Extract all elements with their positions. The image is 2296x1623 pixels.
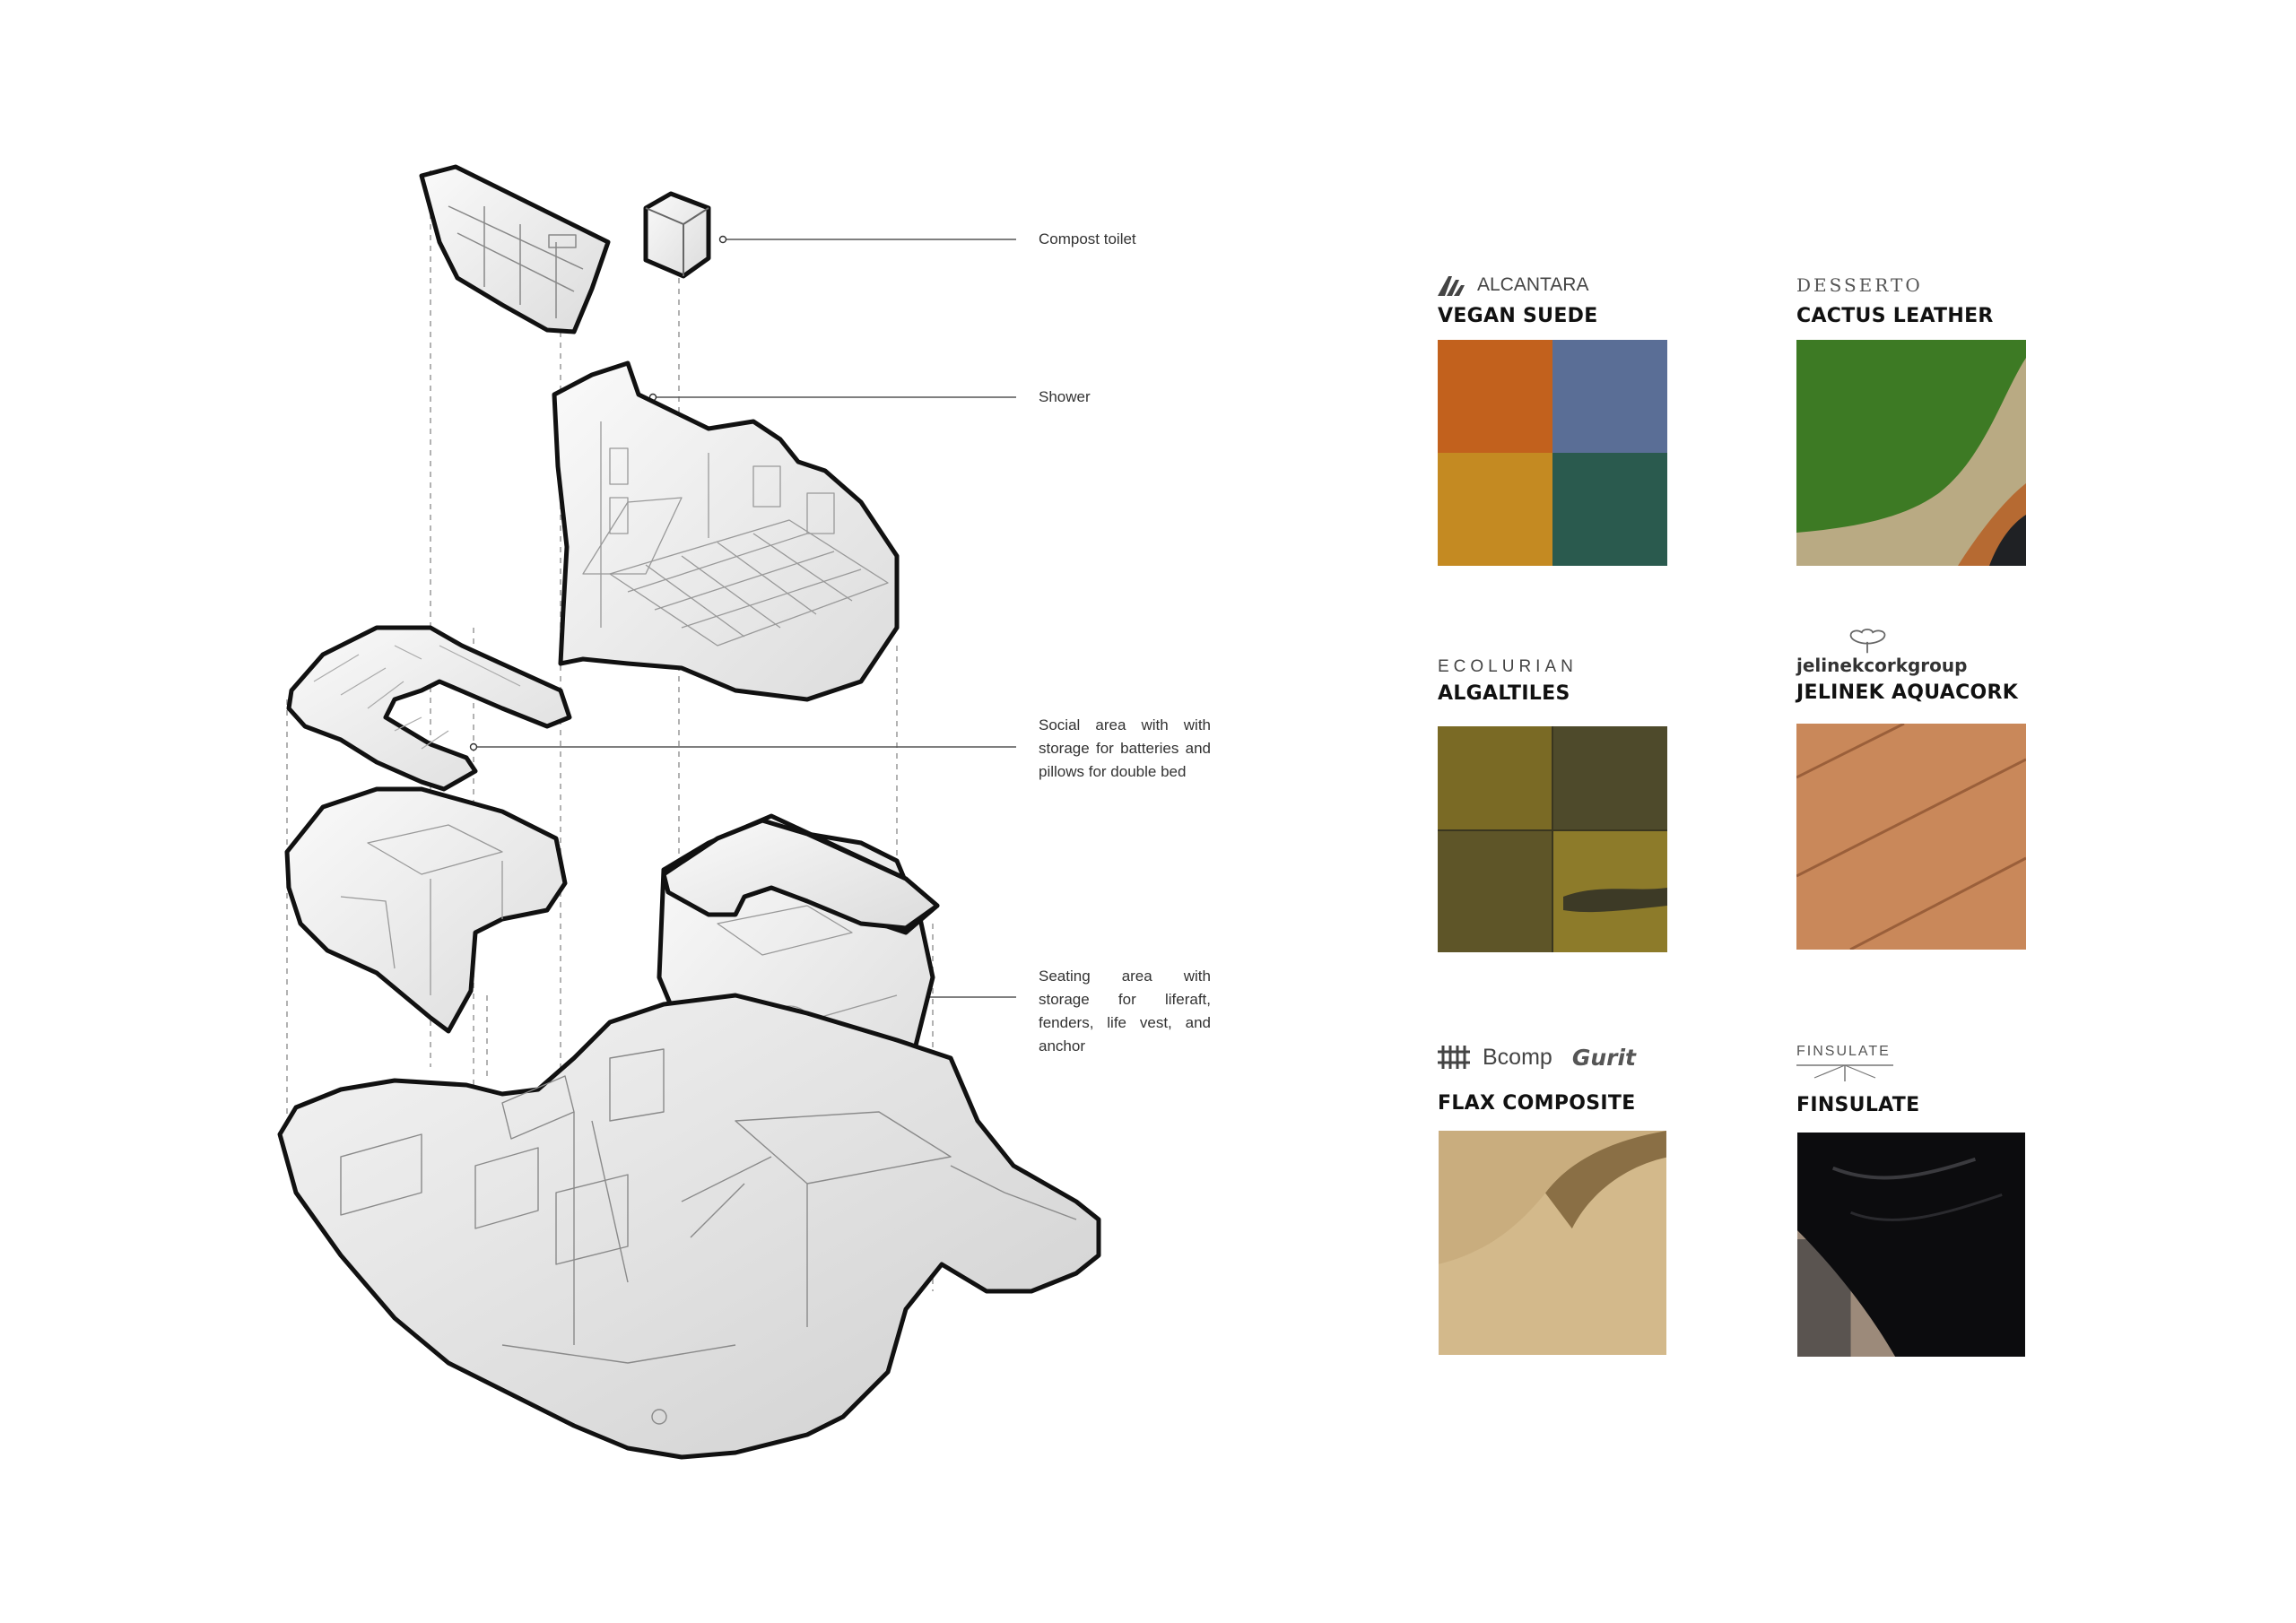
brand-logo-ecolurian: ECOLURIAN xyxy=(1438,657,1578,676)
bcomp-logo-icon xyxy=(1438,1046,1470,1069)
swatch-algaltiles xyxy=(1438,726,1667,952)
swatch-vegan-suede xyxy=(1438,340,1667,566)
material-cactus-leather: DESSERTO CACTUS LEATHER xyxy=(1796,265,2030,566)
material-name: CACTUS LEATHER xyxy=(1796,305,1994,327)
swatch-aquacork xyxy=(1796,724,2026,950)
material-vegan-suede: ALCANTARA VEGAN SUEDE xyxy=(1438,265,1671,566)
material-name: FINSULATE xyxy=(1796,1094,1920,1116)
callout-seating-area: Seating area with storage for liferaft, … xyxy=(1039,968,1211,1055)
material-name: JELINEK AQUACORK xyxy=(1796,681,2019,704)
material-name: VEGAN SUEDE xyxy=(1438,305,1598,327)
brand-logo-finsulate: FINSULATE xyxy=(1796,1044,2030,1087)
leader-lines xyxy=(474,239,1016,998)
material-jelinek-aquacork: jelinekcorkgroup JELINEK AQUACORK xyxy=(1796,628,2030,950)
kitchen-module xyxy=(419,164,611,334)
callout-shower: Shower xyxy=(1039,388,1091,405)
material-name: ALGALTILES xyxy=(1438,682,1570,705)
swatch-flax-composite xyxy=(1439,1131,1666,1355)
seating-cushions-right xyxy=(661,818,940,931)
swatch-finsulate xyxy=(1797,1133,2025,1357)
exploded-boat-diagram xyxy=(277,164,1101,1460)
material-algaltiles: ECOLURIAN ALGALTILES xyxy=(1438,647,1671,952)
material-flax-composite: Bcomp Gurit FLAX COMPOSITE xyxy=(1438,1040,1671,1355)
material-finsulate: FINSULATE FINSULATE xyxy=(1796,1044,2030,1357)
cork-tree-logo-icon xyxy=(1849,629,1886,654)
catamaran-hull xyxy=(277,993,1101,1460)
brand-logo-bcomp-gurit: Bcomp Gurit xyxy=(1438,1040,1671,1071)
alcantara-logo-icon xyxy=(1438,276,1465,296)
seating-frame-left xyxy=(284,786,568,1034)
brand-logo-alcantara: ALCANTARA xyxy=(1438,265,1671,296)
social-area-cushions xyxy=(286,625,572,792)
shower-module xyxy=(552,360,900,702)
callout-social-area: Social area with with storage for batter… xyxy=(1039,716,1211,780)
swatch-cactus-leather xyxy=(1796,340,2026,566)
brand-logo-desserto: DESSERTO xyxy=(1796,274,1923,296)
compost-toilet-module xyxy=(643,191,711,279)
material-name: FLAX COMPOSITE xyxy=(1438,1092,1636,1115)
finsulate-logo-icon xyxy=(1796,1064,1893,1081)
brand-logo-jelinek: jelinekcorkgroup xyxy=(1796,628,2030,676)
callout-compost-toilet: Compost toilet xyxy=(1039,230,1136,247)
